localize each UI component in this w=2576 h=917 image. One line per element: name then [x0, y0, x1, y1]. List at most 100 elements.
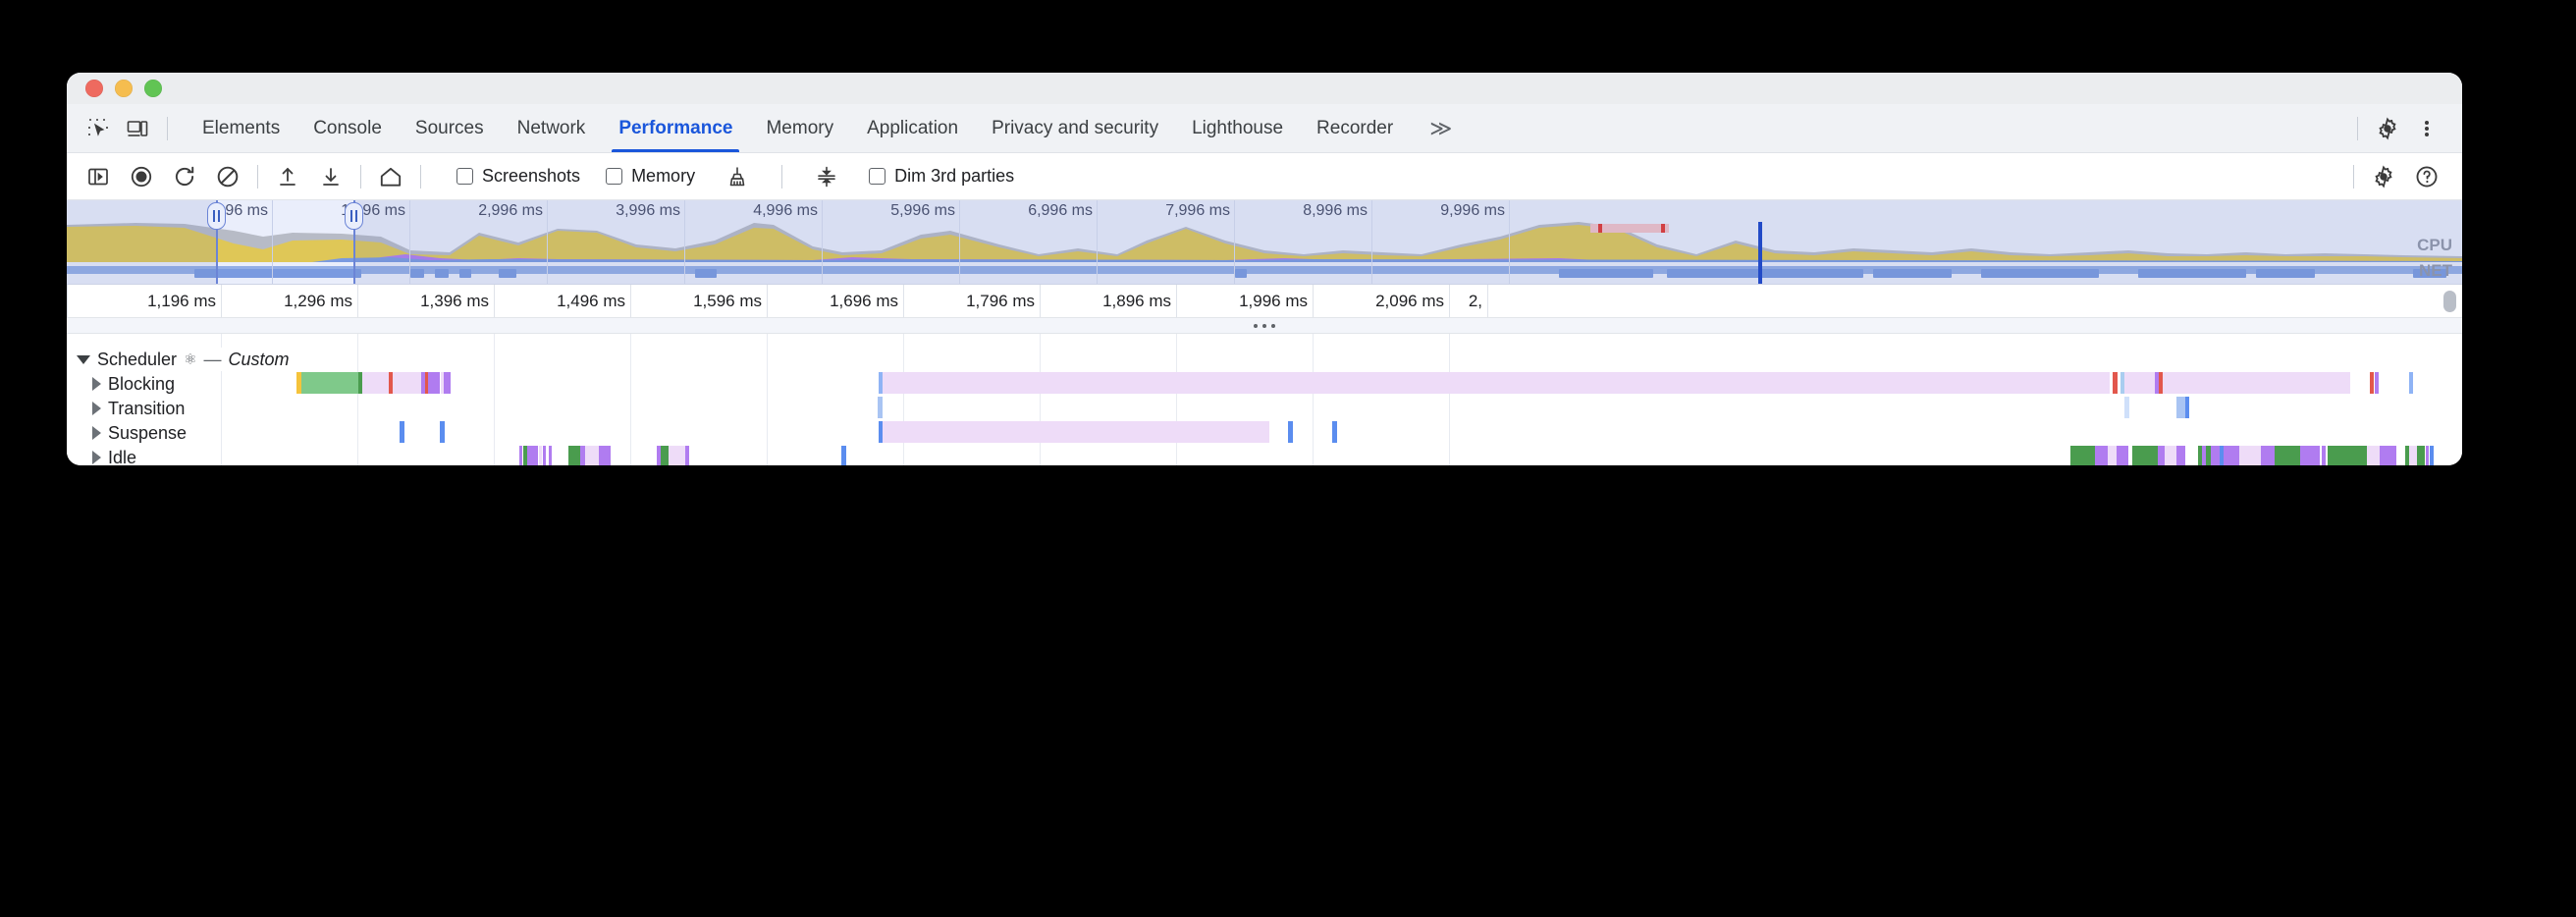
flame-block[interactable]: [400, 421, 404, 443]
flame-block[interactable]: [2430, 446, 2434, 465]
reload-and-record-icon[interactable]: [163, 160, 206, 193]
track-row-transition[interactable]: Transition: [67, 397, 2462, 420]
flame-block[interactable]: [2124, 397, 2129, 418]
flame-block[interactable]: [301, 372, 358, 394]
collapse-arrows-icon[interactable]: [810, 160, 843, 193]
checkbox-box[interactable]: [456, 168, 473, 185]
broom-icon[interactable]: [721, 160, 754, 193]
flame-block[interactable]: [2163, 372, 2350, 394]
flame-block[interactable]: [2322, 446, 2326, 465]
flame-block[interactable]: [2124, 372, 2156, 394]
flame-block[interactable]: [2185, 397, 2189, 418]
flame-block[interactable]: [585, 446, 599, 465]
selection-handle-right[interactable]: [345, 202, 363, 230]
flame-block[interactable]: [393, 372, 421, 394]
flame-block[interactable]: [2239, 446, 2261, 465]
flame-block[interactable]: [2380, 446, 2396, 465]
timeline-overview[interactable]: 996 ms 1,996 ms 2,996 ms 3,996 ms 4,996 …: [67, 200, 2462, 285]
tab-network[interactable]: Network: [501, 104, 603, 152]
flame-block[interactable]: [2409, 372, 2413, 394]
help-icon[interactable]: [2405, 160, 2448, 193]
flame-block[interactable]: [883, 421, 1269, 443]
chevron-right-icon[interactable]: [92, 402, 101, 415]
chevron-right-icon[interactable]: [92, 451, 101, 464]
flame-block[interactable]: [568, 446, 580, 465]
flame-block[interactable]: [2132, 446, 2158, 465]
track-row-idle[interactable]: Idle: [67, 446, 2462, 465]
flame-block[interactable]: [661, 446, 669, 465]
clear-icon[interactable]: [206, 160, 249, 193]
download-profile-icon[interactable]: [309, 160, 352, 193]
flame-block[interactable]: [2375, 372, 2379, 394]
flame-block[interactable]: [2117, 446, 2128, 465]
flame-block[interactable]: [527, 446, 538, 465]
flame-block[interactable]: [2224, 446, 2239, 465]
flame-block[interactable]: [1332, 421, 1337, 443]
settings-gear-icon[interactable]: [2368, 111, 2407, 146]
track-row-suspense[interactable]: Suspense: [67, 421, 2462, 445]
tab-application[interactable]: Application: [850, 104, 975, 152]
device-toolbar-icon[interactable]: [118, 111, 157, 146]
tab-privacy-and-security[interactable]: Privacy and security: [975, 104, 1175, 152]
tab-elements[interactable]: Elements: [186, 104, 296, 152]
chevron-right-icon[interactable]: [92, 426, 101, 440]
tab-sources[interactable]: Sources: [399, 104, 501, 152]
flame-block[interactable]: [2328, 446, 2367, 465]
flame-block[interactable]: [2275, 446, 2300, 465]
flame-block[interactable]: [543, 446, 546, 465]
track-row-label-suspense[interactable]: Suspense: [92, 421, 192, 445]
flame-block[interactable]: [685, 446, 689, 465]
track-row-label-transition[interactable]: Transition: [92, 397, 190, 420]
flame-block[interactable]: [519, 446, 522, 465]
flame-block[interactable]: [440, 421, 445, 443]
flame-block[interactable]: [669, 446, 685, 465]
flame-block[interactable]: [2426, 446, 2429, 465]
flame-block[interactable]: [841, 446, 846, 465]
tab-lighthouse[interactable]: Lighthouse: [1175, 104, 1300, 152]
flame-block[interactable]: [883, 372, 2110, 394]
flame-block[interactable]: [2158, 446, 2165, 465]
flame-block[interactable]: [2417, 446, 2425, 465]
checkbox-box[interactable]: [869, 168, 886, 185]
flame-block[interactable]: [444, 372, 449, 394]
track-row-blocking[interactable]: Blocking: [67, 372, 2462, 396]
flame-block[interactable]: [2261, 446, 2275, 465]
flame-block[interactable]: [2370, 372, 2374, 394]
flame-block[interactable]: [2165, 446, 2176, 465]
more-tabs-icon[interactable]: ≫: [1410, 104, 1472, 152]
tab-memory[interactable]: Memory: [749, 104, 850, 152]
chevron-right-icon[interactable]: [92, 377, 101, 391]
track-row-label-idle[interactable]: Idle: [92, 446, 142, 465]
detail-timeline-ruler[interactable]: 1,196 ms 1,296 ms 1,396 ms 1,496 ms 1,59…: [67, 285, 2462, 318]
flame-block[interactable]: [2176, 446, 2185, 465]
horizontal-scrollbar-thumb[interactable]: [2443, 291, 2456, 312]
inspect-element-icon[interactable]: [79, 111, 118, 146]
checkbox-dim-3rd-parties[interactable]: Dim 3rd parties: [869, 166, 1014, 187]
upload-profile-icon[interactable]: [266, 160, 309, 193]
more-options-icon[interactable]: [2407, 111, 2446, 146]
flame-block[interactable]: [2300, 446, 2320, 465]
flame-block[interactable]: [1288, 421, 1293, 443]
flame-block[interactable]: [2367, 446, 2380, 465]
track-row-label-blocking[interactable]: Blocking: [92, 372, 181, 396]
capture-settings-gear-icon[interactable]: [2362, 160, 2405, 193]
toggle-sidebar-icon[interactable]: [77, 160, 120, 193]
flame-block[interactable]: [2409, 446, 2417, 465]
flame-block[interactable]: [539, 446, 542, 465]
flame-block[interactable]: [2108, 446, 2117, 465]
flame-block[interactable]: [878, 397, 883, 418]
minimize-window-button[interactable]: [115, 80, 133, 97]
panel-resizer-handle[interactable]: [67, 318, 2462, 334]
track-group-label[interactable]: Scheduler ⚛ — Custom: [77, 348, 295, 371]
track-group-scheduler[interactable]: Scheduler ⚛ — Custom: [67, 348, 2462, 371]
record-icon[interactable]: [120, 160, 163, 193]
checkbox-memory[interactable]: Memory: [606, 166, 695, 187]
flame-block[interactable]: [549, 446, 552, 465]
home-icon[interactable]: [369, 160, 412, 193]
flame-block[interactable]: [599, 446, 611, 465]
tab-recorder[interactable]: Recorder: [1300, 104, 1410, 152]
flamechart-tracks[interactable]: Scheduler ⚛ — Custom Blocking: [67, 334, 2462, 465]
flame-block[interactable]: [2070, 446, 2095, 465]
chevron-down-icon[interactable]: [77, 355, 90, 364]
maximize-window-button[interactable]: [144, 80, 162, 97]
